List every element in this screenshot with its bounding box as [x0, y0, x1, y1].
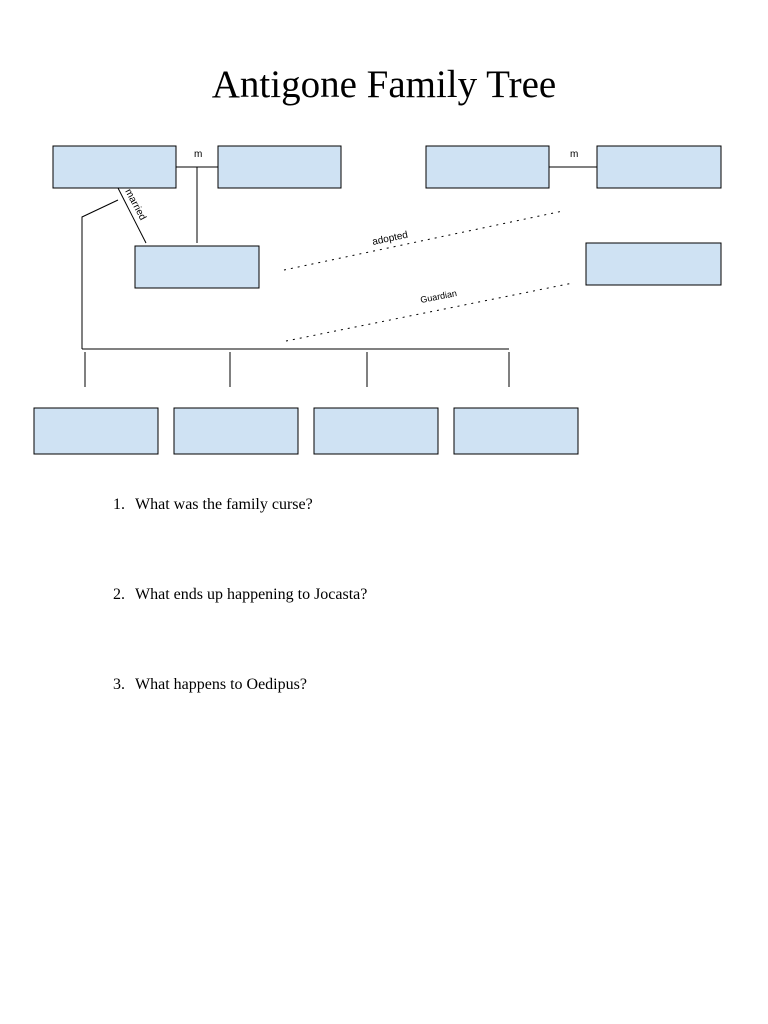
page-title: Antigone Family Tree: [211, 63, 557, 106]
question-text: What was the family curse?: [135, 496, 313, 513]
box-middle-left[interactable]: [134, 245, 260, 289]
adopted-line: [283, 210, 564, 271]
box-top-right-parent-2[interactable]: [596, 145, 722, 189]
box-child-4[interactable]: [453, 407, 579, 455]
box-child-3[interactable]: [313, 407, 439, 455]
question-item: 3. What happens to Oedipus?: [113, 674, 367, 764]
marriage-label-right: m: [570, 149, 578, 160]
question-text: What ends up happening to Jocasta?: [135, 586, 368, 603]
box-child-2[interactable]: [173, 407, 299, 455]
question-list: 1. What was the family curse? 2. What ends…: [113, 494, 367, 764]
adopted-label: adopted: [371, 230, 409, 248]
guardian-label: Guardian: [419, 288, 457, 305]
box-child-1[interactable]: [33, 407, 159, 455]
question-item: 2. What ends up happening to Jocasta?: [113, 584, 367, 674]
marriage-label-left: m: [194, 149, 202, 160]
family-tree-diagram: m m married adopted Guardian: [33, 145, 722, 455]
question-number: 2.: [113, 586, 125, 603]
question-number: 3.: [113, 676, 125, 693]
box-top-left-parent-2[interactable]: [217, 145, 342, 189]
box-middle-right[interactable]: [585, 242, 722, 286]
question-text: What happens to Oedipus?: [135, 676, 307, 693]
question-item: 1. What was the family curse?: [113, 494, 367, 584]
children-connector: [81, 199, 119, 349]
box-top-left-parent-1[interactable]: [52, 145, 177, 189]
guardian-line: [285, 282, 574, 342]
question-number: 1.: [113, 496, 125, 513]
married-line: [117, 187, 147, 244]
box-top-right-parent-1[interactable]: [425, 145, 550, 189]
